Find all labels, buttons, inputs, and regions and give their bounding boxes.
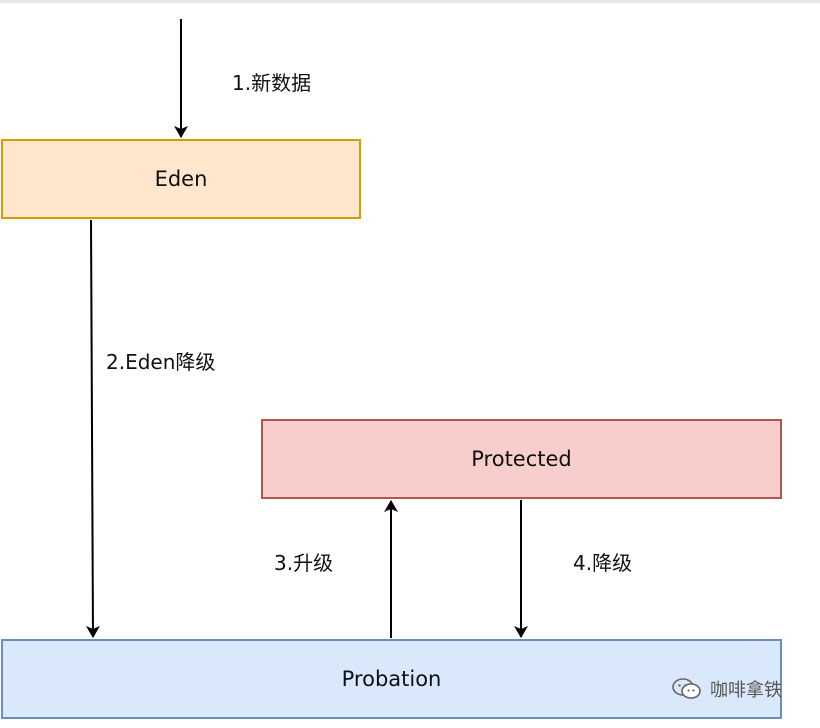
promote-label: 3.升级	[274, 551, 334, 575]
protected-node: Protected	[261, 419, 782, 499]
eden-label: Eden	[154, 167, 208, 191]
watermark: 咖啡拿铁	[672, 676, 782, 702]
demote-label: 4.降级	[573, 551, 633, 575]
wechat-icon	[672, 678, 701, 699]
probation-label: Probation	[341, 667, 442, 691]
protected-label: Protected	[471, 447, 572, 471]
eden-node: Eden	[1, 139, 361, 219]
watermark-text: 咖啡拿铁	[710, 680, 782, 701]
new-data-label: 1.新数据	[232, 71, 312, 95]
top-divider	[0, 0, 820, 3]
eden-demote-label: 2.Eden降级	[106, 350, 216, 374]
probation-node: Probation	[1, 639, 782, 719]
arrow-eden-demote	[85, 219, 100, 638]
